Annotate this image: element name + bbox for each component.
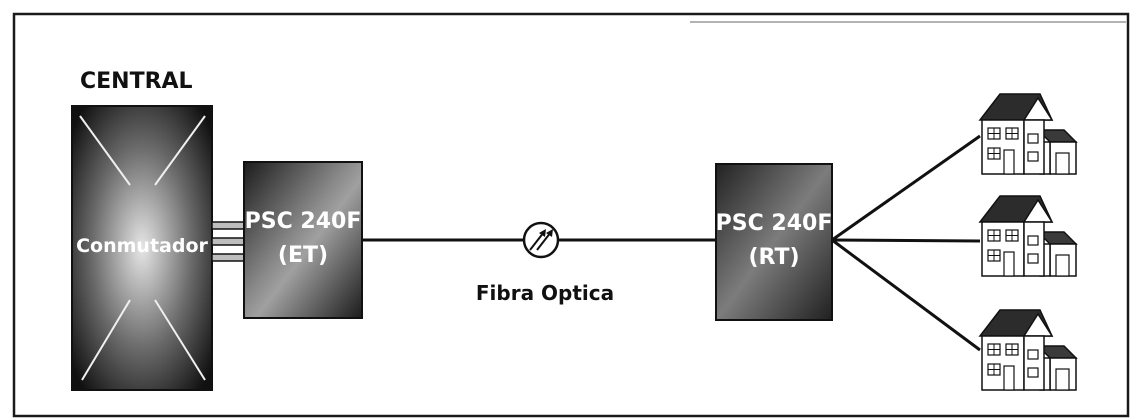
rt-unit-model: PSC 240F	[716, 211, 833, 236]
et-unit-type: (ET)	[278, 243, 328, 268]
switch-et-connectors	[212, 222, 246, 261]
central-label: CENTRAL	[80, 69, 193, 94]
et-unit: PSC 240F (ET)	[244, 162, 362, 318]
rt-unit-type: (RT)	[748, 245, 799, 270]
rt-unit: PSC 240F (RT)	[716, 164, 833, 320]
et-unit-model: PSC 240F	[245, 209, 362, 234]
fiber-optic-icon	[524, 223, 558, 257]
switch-block: Conmutador	[72, 106, 212, 390]
drop-line	[832, 240, 980, 241]
fiber-label: Fibra Optica	[476, 281, 614, 305]
switch-label: Conmutador	[76, 235, 208, 257]
fiber-symbol	[524, 223, 558, 257]
